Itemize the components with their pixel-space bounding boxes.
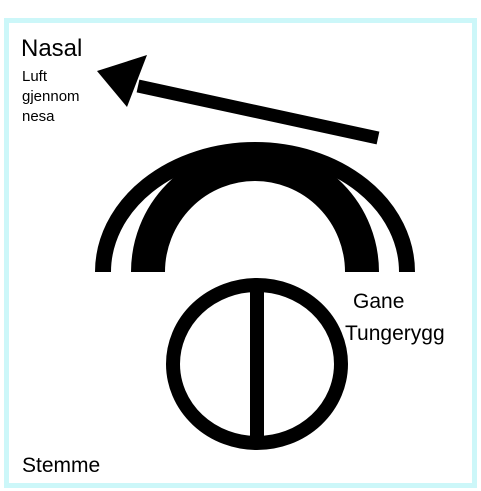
tungerygg-label: Tungerygg (345, 322, 445, 346)
nasal-airflow-arrow-icon (97, 55, 378, 138)
nasal-description-line-1: Luft (22, 68, 47, 85)
tongue-back-arc-icon (148, 164, 362, 272)
gane-label: Gane (353, 290, 404, 314)
nasal-description-line-3: nesa (22, 108, 55, 125)
nasal-title: Nasal (21, 35, 82, 63)
arrow-shaft (138, 86, 378, 138)
voicing-circle-icon (173, 285, 341, 443)
nasal-description-line-2: gjennom (22, 88, 80, 105)
voicing-circle-bar (250, 285, 264, 443)
stemme-label: Stemme (22, 454, 100, 478)
